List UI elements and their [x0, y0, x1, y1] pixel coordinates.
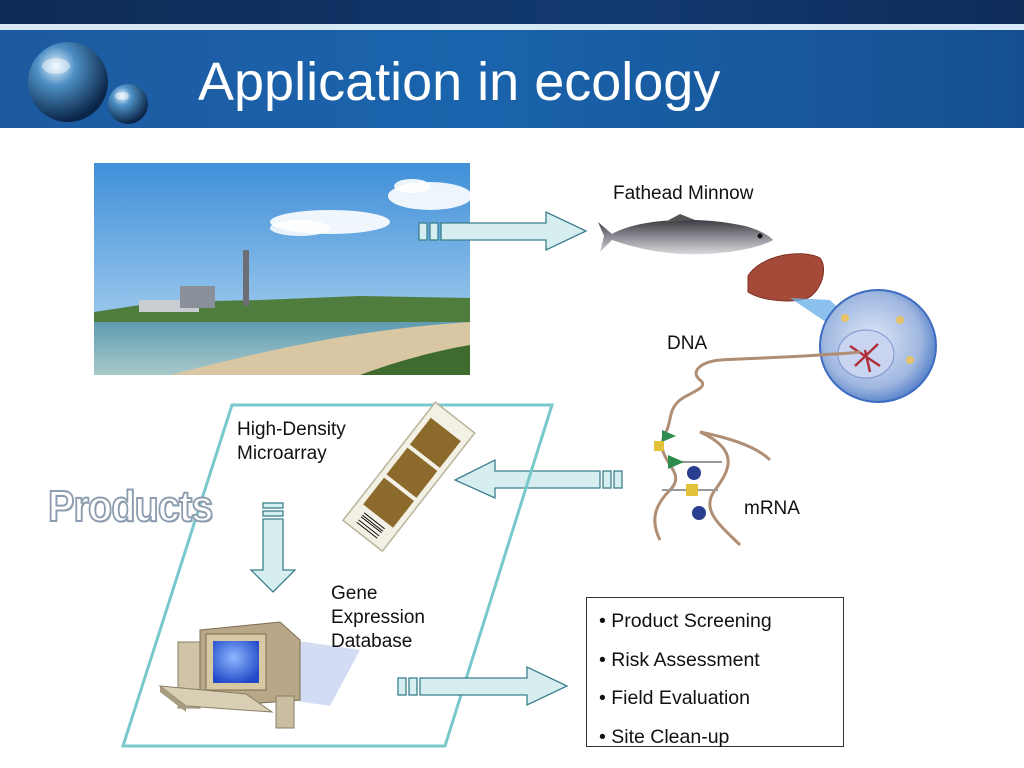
application-item: Risk Assessment	[599, 641, 843, 680]
applications-box: Product Screening Risk Assessment Field …	[586, 597, 844, 748]
fathead-minnow-label: Fathead Minnow	[613, 183, 754, 204]
power-station-photo	[94, 163, 472, 375]
microarray-label: High-Density Microarray	[237, 419, 346, 464]
cell-illustration	[819, 289, 937, 403]
header-top-band	[0, 0, 1024, 26]
slide-header: Application in ecology	[0, 0, 1024, 128]
mrna-label: mRNA	[744, 498, 800, 519]
bubbles-logo-icon	[28, 42, 148, 124]
products-area-frame	[120, 403, 555, 748]
liver-icon	[747, 253, 824, 302]
arrow-to-applications	[397, 665, 569, 707]
applications-list: Product Screening Risk Assessment Field …	[599, 602, 843, 756]
header-stripe	[0, 24, 1024, 30]
products-label: Products	[47, 481, 214, 532]
dna-base-pairs	[654, 430, 722, 520]
arrow-down-to-database	[249, 502, 297, 593]
computer-illustration	[158, 621, 360, 729]
fathead-minnow-illustration	[598, 214, 773, 255]
microarray-chip-illustration	[341, 401, 476, 553]
page-title: Application in ecology	[198, 52, 721, 112]
application-item: Site Clean-up	[599, 718, 843, 757]
dna-label: DNA	[667, 333, 708, 354]
application-item: Field Evaluation	[599, 679, 843, 718]
gene-expression-database-label: Gene Expression Database	[331, 583, 425, 652]
application-item: Product Screening	[599, 602, 843, 641]
arrow-to-fish	[418, 210, 588, 252]
arrow-to-microarray	[453, 458, 623, 500]
